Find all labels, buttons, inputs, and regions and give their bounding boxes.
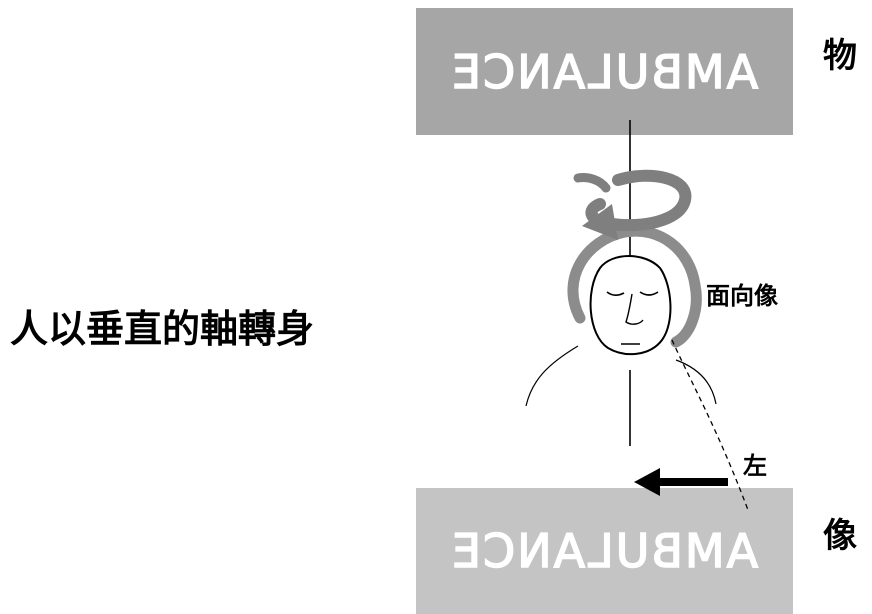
left-shoulder [525,345,579,407]
hair [567,225,702,348]
image-sign: AMBULANCE [416,488,793,614]
caption-label: 人以垂直的軸轉身 [10,306,315,351]
left-label: 左 [743,451,767,480]
right-shoulder [675,359,717,405]
person-head-icon [589,255,672,356]
left-arrow-icon [634,468,728,496]
image-label: 像 [823,516,857,556]
face-image-label: 面向像 [706,281,778,310]
object-label: 物 [823,36,857,76]
rotation-arrow-icon [573,169,692,240]
object-sign: AMBULANCE [416,8,793,135]
line-of-sight [671,339,749,511]
